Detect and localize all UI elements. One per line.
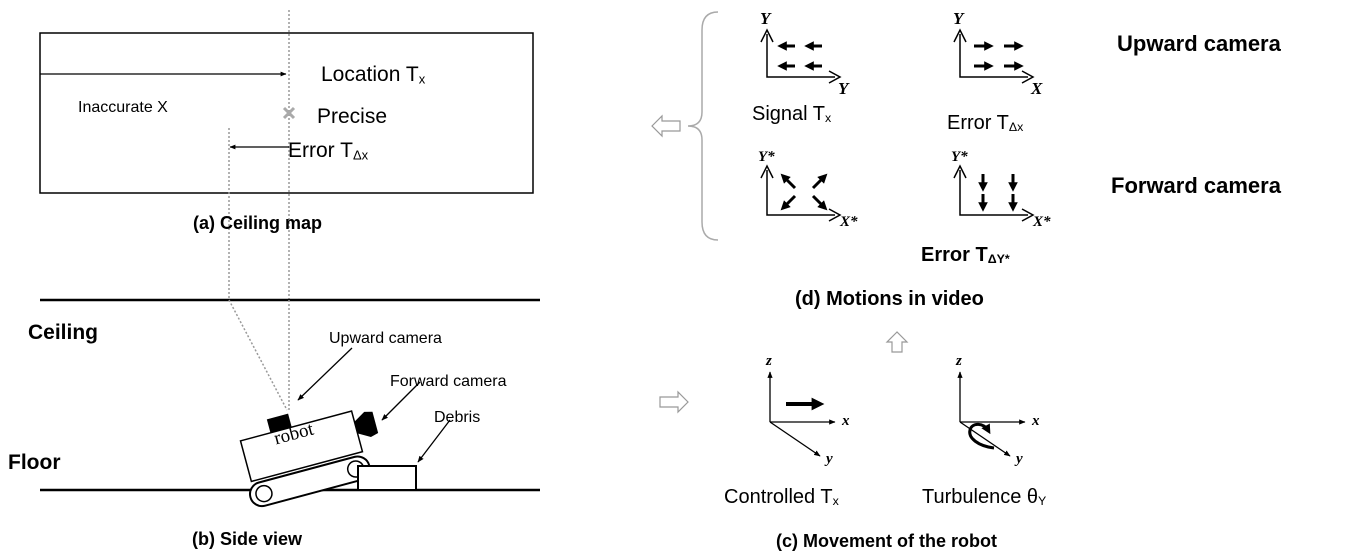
axis-x-signal: Y [838,79,849,98]
axis-z-controlled: z [766,353,772,369]
axes-signal [760,28,842,84]
axes-error-forward [953,164,1035,222]
axes-3d-turbulence [957,371,1026,457]
axis-y-error-upward: Y [953,9,964,28]
axis-y-star-right: Y* [951,149,968,165]
caption-movement: (c) Movement of the robot [776,531,997,551]
location-label: Location Tx [321,63,426,87]
axis-x-star-left: X* [840,214,858,230]
error-forward-label: Error TΔY* [921,244,1010,267]
axis-z-turbulence: z [956,353,962,369]
motion-arrows-forward-left [780,173,828,211]
forward-camera-pointer [381,381,421,421]
forward-camera-heading: Forward camera [1111,173,1281,198]
caption-side-view: (b) Side view [192,529,303,549]
caption-motions: (d) Motions in video [795,288,984,310]
precise-label: Precise [317,105,388,128]
error-upward-label: Error TΔx [947,112,1024,135]
axis-y-signal: Y [760,9,771,28]
axes-error-upward [953,28,1035,84]
arrow-to-motions-icon [651,114,681,138]
floor-label: Floor [8,451,61,474]
axis-x-turbulence: x [1032,413,1040,429]
turbulence-label: Turbulence θY [922,486,1047,509]
axes-forward-left [760,164,842,222]
axis-y-turbulence: y [1016,451,1023,467]
forward-camera-label: Forward camera [390,373,507,390]
signal-label: Signal Tx [752,103,832,126]
debris-pointer [417,419,451,463]
upward-camera-label: Upward camera [329,330,442,347]
error-label: Error TΔx [288,139,369,163]
axis-x-error-upward: X [1031,79,1043,98]
precise-cross-icon [282,106,296,120]
debris-label: Debris [434,409,481,426]
controlled-label: Controlled Tx [724,486,839,509]
upward-camera-heading: Upward camera [1117,31,1281,56]
brace [687,11,719,241]
axes-3d-controlled [767,371,836,457]
ceiling-label: Ceiling [28,321,99,344]
motion-arrows-error-forward [978,174,1018,212]
axis-y-controlled: y [826,451,833,467]
debris-icon [357,465,417,491]
axis-y-star-left: Y* [758,149,775,165]
axis-x-controlled: x [842,413,850,429]
arrow-up-icon [885,331,909,353]
motion-arrows-error-upward [974,41,1024,71]
view-ray-inaccurate [228,299,288,411]
rotation-arrow-icon [968,422,995,450]
robot-icon [239,410,379,508]
upward-camera-pointer [297,347,353,401]
inaccurate-label: Inaccurate X [78,99,168,116]
caption-ceiling-map: (a) Ceiling map [193,213,323,233]
axis-x-star-right: X* [1033,214,1051,230]
arrow-to-movement-icon [659,390,689,414]
motion-arrows-signal [777,41,822,71]
ceiling-map-frame [39,32,534,194]
